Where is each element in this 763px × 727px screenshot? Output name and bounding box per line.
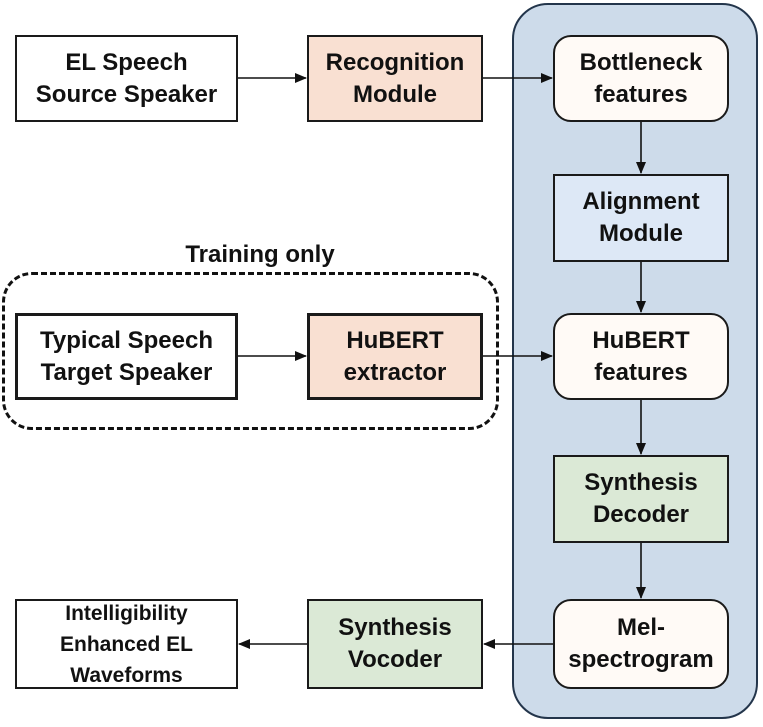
bottleneck-features-label: Bottleneck features — [579, 48, 703, 108]
training-only-label: Training only — [185, 241, 335, 268]
typical-speech-target-node: Typical Speech Target Speaker — [15, 313, 238, 400]
hubert-extractor-label: HuBERT extractor — [343, 326, 447, 386]
synthesis-vocoder-label: Synthesis Vocoder — [338, 614, 452, 673]
bottleneck-features-node: Bottleneck features — [553, 35, 729, 122]
synthesis-decoder-label: Synthesis Decoder — [584, 469, 698, 528]
recognition-module-label: Recognition Module — [325, 48, 465, 108]
el-speech-source-node: EL Speech Source Speaker — [15, 35, 238, 122]
alignment-module-label: Alignment Module — [582, 188, 700, 247]
typical-speech-target-label: Typical Speech Target Speaker — [40, 326, 213, 386]
mel-spectrogram-label: Mel- spectrogram — [568, 614, 714, 673]
output-waveforms-label: Intelligibility Enhanced EL Waveforms — [59, 601, 194, 687]
hubert-extractor-node: HuBERT extractor — [307, 313, 483, 400]
recognition-module-node: Recognition Module — [307, 35, 483, 122]
mel-spectrogram-node: Mel- spectrogram — [553, 599, 729, 689]
synthesis-vocoder-node: Synthesis Vocoder — [307, 599, 483, 689]
hubert-features-label: HuBERT features — [592, 326, 690, 386]
training-only-group — [2, 272, 499, 430]
el-speech-source-label: EL Speech Source Speaker — [35, 48, 218, 108]
synthesis-decoder-node: Synthesis Decoder — [553, 455, 729, 543]
hubert-features-node: HuBERT features — [553, 313, 729, 400]
alignment-module-node: Alignment Module — [553, 174, 729, 262]
output-waveforms-node: Intelligibility Enhanced EL Waveforms — [15, 599, 238, 689]
